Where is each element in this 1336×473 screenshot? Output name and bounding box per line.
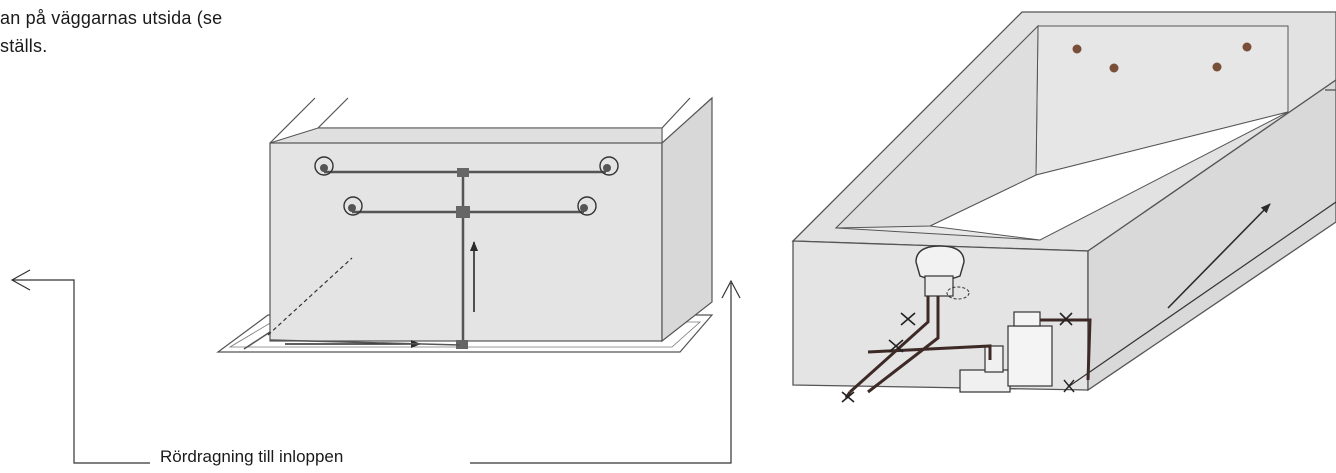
valve-cross-2 <box>900 312 916 326</box>
floor-slab-inner <box>228 321 702 348</box>
valve-cross-4 <box>841 391 855 403</box>
document-paragraph: an på väggarnas utsida (se ställs. <box>0 4 345 60</box>
tee-upper <box>457 168 469 177</box>
pipe-main-1 <box>848 296 930 394</box>
hidden-pipe-dashed <box>267 257 353 336</box>
left-wall-diagram <box>216 96 714 353</box>
pipe-return <box>1040 318 1092 381</box>
inlet-nozzle-lower-left <box>343 196 363 216</box>
inlet-nozzle-upper-left <box>314 156 334 176</box>
nozzle-dot-2 <box>1109 63 1119 73</box>
figure-caption: Rördragning till inloppen <box>160 447 344 466</box>
wall-top-left <box>269 97 349 144</box>
valve-cross-3 <box>1059 312 1073 326</box>
dimension-tick <box>1063 379 1075 393</box>
right-pool-diagram <box>791 11 1336 403</box>
caption-bracket <box>10 269 741 464</box>
wall-side-face <box>661 96 713 343</box>
pipe-down-left <box>844 391 852 399</box>
pipe-main-2 <box>867 296 940 394</box>
valve-cross-1 <box>888 339 904 353</box>
filter-icon <box>1007 311 1053 387</box>
nozzle-dot-1 <box>1072 44 1082 54</box>
pool-flow-arrow <box>1167 203 1271 309</box>
pool-inner-left-wall <box>834 24 1039 229</box>
nozzle-dot-3 <box>1212 62 1222 72</box>
floor-pipe <box>243 331 461 350</box>
skimmer-icon <box>915 245 970 300</box>
inlet-nozzle-lower-right <box>577 196 597 216</box>
paragraph-line-1: an på väggarnas utsida (se <box>0 8 223 28</box>
elbow-bottom <box>456 340 468 349</box>
dimension-line <box>1067 201 1336 388</box>
paragraph-line-2: ställs. <box>0 36 48 56</box>
wall-top-face <box>269 127 663 144</box>
nozzle-dot-4 <box>1242 42 1252 52</box>
tee-lower <box>456 206 470 218</box>
pipe-to-pump <box>867 344 992 360</box>
inlet-nozzle-upper-right <box>599 156 619 176</box>
